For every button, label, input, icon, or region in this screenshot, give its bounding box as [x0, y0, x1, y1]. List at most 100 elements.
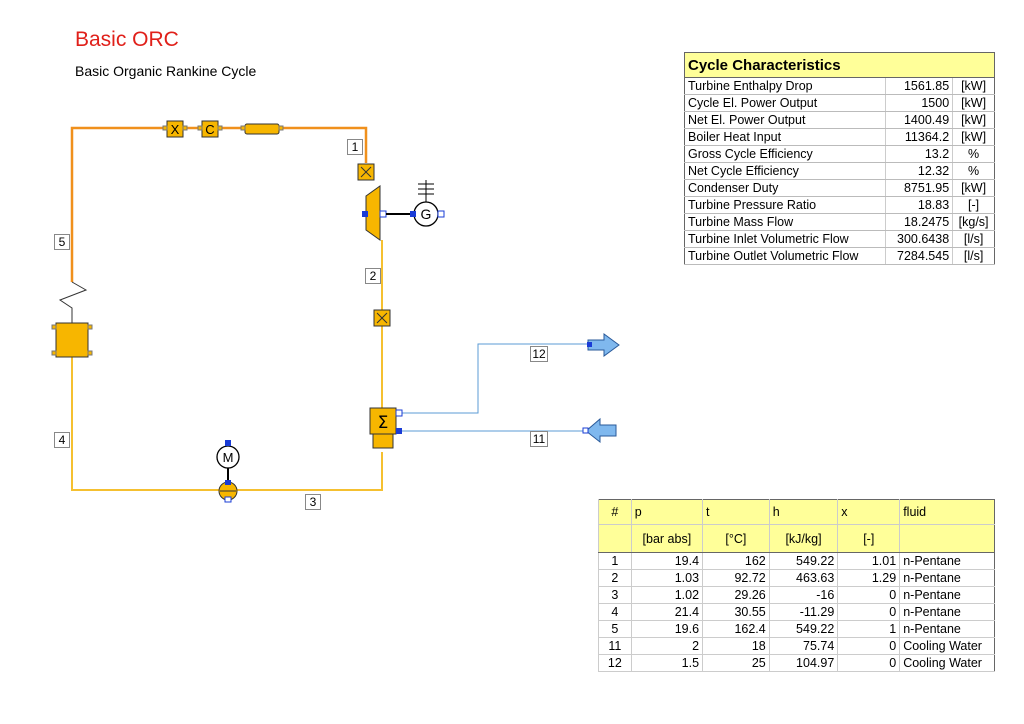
stream-5-1-line: [70, 126, 368, 282]
page-title: Basic ORC: [75, 28, 179, 51]
column-unit: [-]: [837, 524, 900, 553]
cell-fluid: n-Pentane: [899, 552, 995, 570]
cell-id: 1: [598, 552, 632, 570]
column-header: #: [598, 499, 632, 525]
characteristic-value: 7284.545: [885, 247, 953, 265]
generator-icon[interactable]: G: [410, 180, 445, 227]
cell-h: 549.22: [768, 620, 838, 638]
compressor-C-label: C: [205, 122, 214, 137]
cell-id: 2: [598, 569, 632, 587]
stream-label-4: 4: [54, 432, 70, 448]
stream-label-12: 12: [530, 346, 548, 362]
characteristic-value: 1500: [885, 94, 953, 112]
stream-label-3: 3: [305, 494, 321, 510]
cell-x: 1.29: [837, 569, 900, 587]
cell-fluid: n-Pentane: [899, 620, 995, 638]
characteristic-value: 1400.49: [885, 111, 953, 129]
stream-label-11: 11: [530, 431, 548, 447]
cell-h: -11.29: [768, 603, 838, 621]
cell-id: 4: [598, 603, 632, 621]
valve-icon[interactable]: [373, 309, 391, 327]
cell-fluid: n-Pentane: [899, 569, 995, 587]
characteristic-value: 12.32: [885, 162, 953, 180]
cell-id: 11: [598, 637, 632, 655]
boiler-icon[interactable]: [51, 281, 93, 358]
cell-id: 5: [598, 620, 632, 638]
column-unit: [kJ/kg]: [768, 524, 838, 553]
cell-h: 549.22: [768, 552, 838, 570]
generator-label: G: [421, 206, 432, 222]
cell-p: 2: [630, 637, 703, 655]
condenser-label: Σ: [378, 413, 389, 433]
outlet-arrow-icon[interactable]: [587, 333, 620, 357]
cycle-characteristics-table: Cycle Characteristics Turbine Enthalpy D…: [684, 52, 995, 265]
column-header: x: [837, 499, 900, 525]
motor-icon[interactable]: M: [216, 440, 240, 482]
stream-label-5: 5: [54, 234, 70, 250]
cell-h: -16: [768, 586, 838, 604]
column-unit: [°C]: [702, 524, 770, 553]
cell-p: 19.6: [630, 620, 703, 638]
column-header: h: [768, 499, 838, 525]
cell-p: 1.02: [630, 586, 703, 604]
pump-icon[interactable]: [218, 480, 238, 503]
cell-t: 162: [702, 552, 770, 570]
cell-fluid: n-Pentane: [899, 586, 995, 604]
cell-p: 19.4: [630, 552, 703, 570]
characteristic-unit: [l/s]: [952, 230, 995, 248]
inlet-arrow-icon[interactable]: [582, 417, 617, 444]
turbine-icon[interactable]: [362, 185, 414, 241]
cell-fluid: Cooling Water: [899, 654, 995, 672]
cell-t: 162.4: [702, 620, 770, 638]
characteristic-unit: [kW]: [952, 94, 995, 112]
state-table-units-row: [bar abs][°C][kJ/kg][-]: [598, 524, 995, 553]
cell-x: 0: [837, 654, 900, 672]
characteristic-value: 18.83: [885, 196, 953, 214]
characteristic-name: Gross Cycle Efficiency: [684, 145, 886, 163]
characteristic-name: Boiler Heat Input: [684, 128, 886, 146]
cell-x: 0: [837, 586, 900, 604]
characteristic-unit: %: [952, 145, 995, 163]
cell-t: 30.55: [702, 603, 770, 621]
characteristic-unit: [l/s]: [952, 247, 995, 265]
cell-x: 1.01: [837, 552, 900, 570]
stream-label-1: 1: [347, 139, 363, 155]
characteristic-unit: [kW]: [952, 111, 995, 129]
turbine-inlet-valve-icon[interactable]: [357, 163, 375, 181]
pipe-icon[interactable]: [240, 123, 284, 135]
characteristic-name: Turbine Inlet Volumetric Flow: [684, 230, 886, 248]
characteristic-name: Turbine Outlet Volumetric Flow: [684, 247, 886, 265]
cell-p: 1.03: [630, 569, 703, 587]
column-unit: [598, 524, 632, 553]
compressor-C-icon[interactable]: C: [197, 120, 223, 138]
cooling-water-lines: [399, 343, 590, 432]
cell-t: 18: [702, 637, 770, 655]
characteristic-name: Turbine Pressure Ratio: [684, 196, 886, 214]
cycle-characteristics-title: Cycle Characteristics: [684, 52, 995, 78]
hot-vapour-lines: [70, 126, 368, 282]
cell-p: 21.4: [630, 603, 703, 621]
stream-label-2: 2: [365, 268, 381, 284]
characteristic-unit: [kW]: [952, 179, 995, 197]
motor-label: M: [223, 450, 234, 465]
compressor-X-label: X: [171, 122, 180, 137]
column-unit: [bar abs]: [630, 524, 703, 553]
column-header: fluid: [899, 499, 995, 525]
condenser-icon[interactable]: Σ: [369, 407, 403, 449]
compressor-X-icon[interactable]: X: [162, 120, 188, 138]
characteristic-value: 18.2475: [885, 213, 953, 231]
